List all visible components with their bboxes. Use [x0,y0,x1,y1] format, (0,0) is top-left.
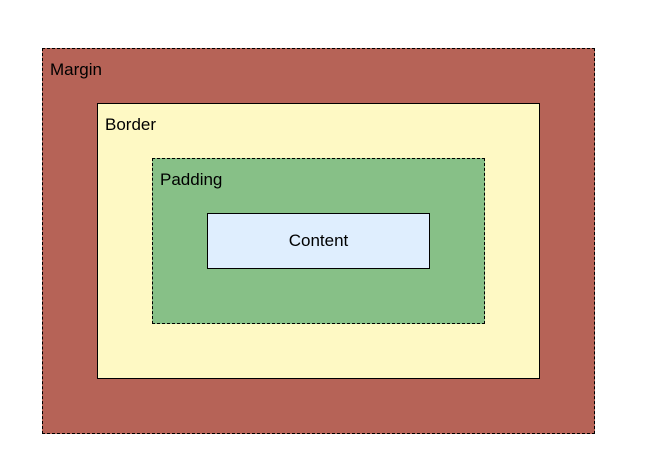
content-box: Content [207,213,430,269]
padding-label: Padding [160,170,223,189]
border-label: Border [105,115,157,134]
margin-label: Margin [50,60,102,79]
content-label: Content [288,231,349,250]
